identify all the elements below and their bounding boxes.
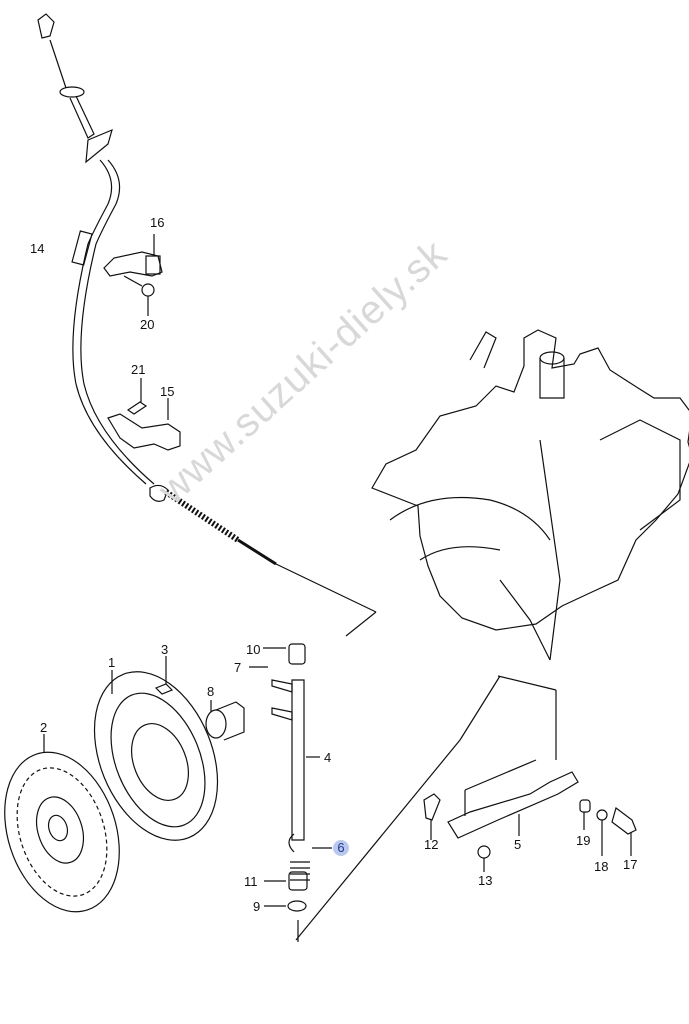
callout-20[interactable]: 20 <box>140 317 155 332</box>
callout-6-highlighted[interactable]: 6 <box>333 840 349 856</box>
callout-18[interactable]: 18 <box>594 859 609 874</box>
callout-12[interactable]: 12 <box>424 837 439 852</box>
clutch-cable-drawing <box>38 14 376 636</box>
callout-16[interactable]: 16 <box>150 215 165 230</box>
transmission-drawing <box>296 330 689 940</box>
callout-1[interactable]: 1 <box>108 655 116 670</box>
clutch-disc-drawing <box>0 734 139 927</box>
callout-14[interactable]: 14 <box>30 241 45 256</box>
release-lever-drawing <box>424 760 636 872</box>
callout-17[interactable]: 17 <box>623 857 638 872</box>
callout-7[interactable]: 7 <box>234 660 242 675</box>
callout-11[interactable]: 11 <box>244 874 258 889</box>
clutch-cover-drawing <box>71 653 241 858</box>
bracket-15-drawing <box>108 378 180 450</box>
callout-13[interactable]: 13 <box>478 873 493 888</box>
callout-2[interactable]: 2 <box>40 720 48 735</box>
callout-4[interactable]: 4 <box>324 750 332 765</box>
release-shaft-drawing <box>249 644 332 942</box>
bracket-16-drawing <box>104 234 162 316</box>
callout-8[interactable]: 8 <box>207 684 215 699</box>
bolt-3-drawing <box>156 656 172 694</box>
callout-21[interactable]: 21 <box>131 362 146 377</box>
callout-9[interactable]: 9 <box>253 899 261 914</box>
callout-19[interactable]: 19 <box>576 833 591 848</box>
callout-3[interactable]: 3 <box>161 642 169 657</box>
callout-5[interactable]: 5 <box>514 837 522 852</box>
callout-15[interactable]: 15 <box>160 384 175 399</box>
release-bearing-drawing <box>206 700 244 740</box>
callout-10[interactable]: 10 <box>246 642 261 657</box>
